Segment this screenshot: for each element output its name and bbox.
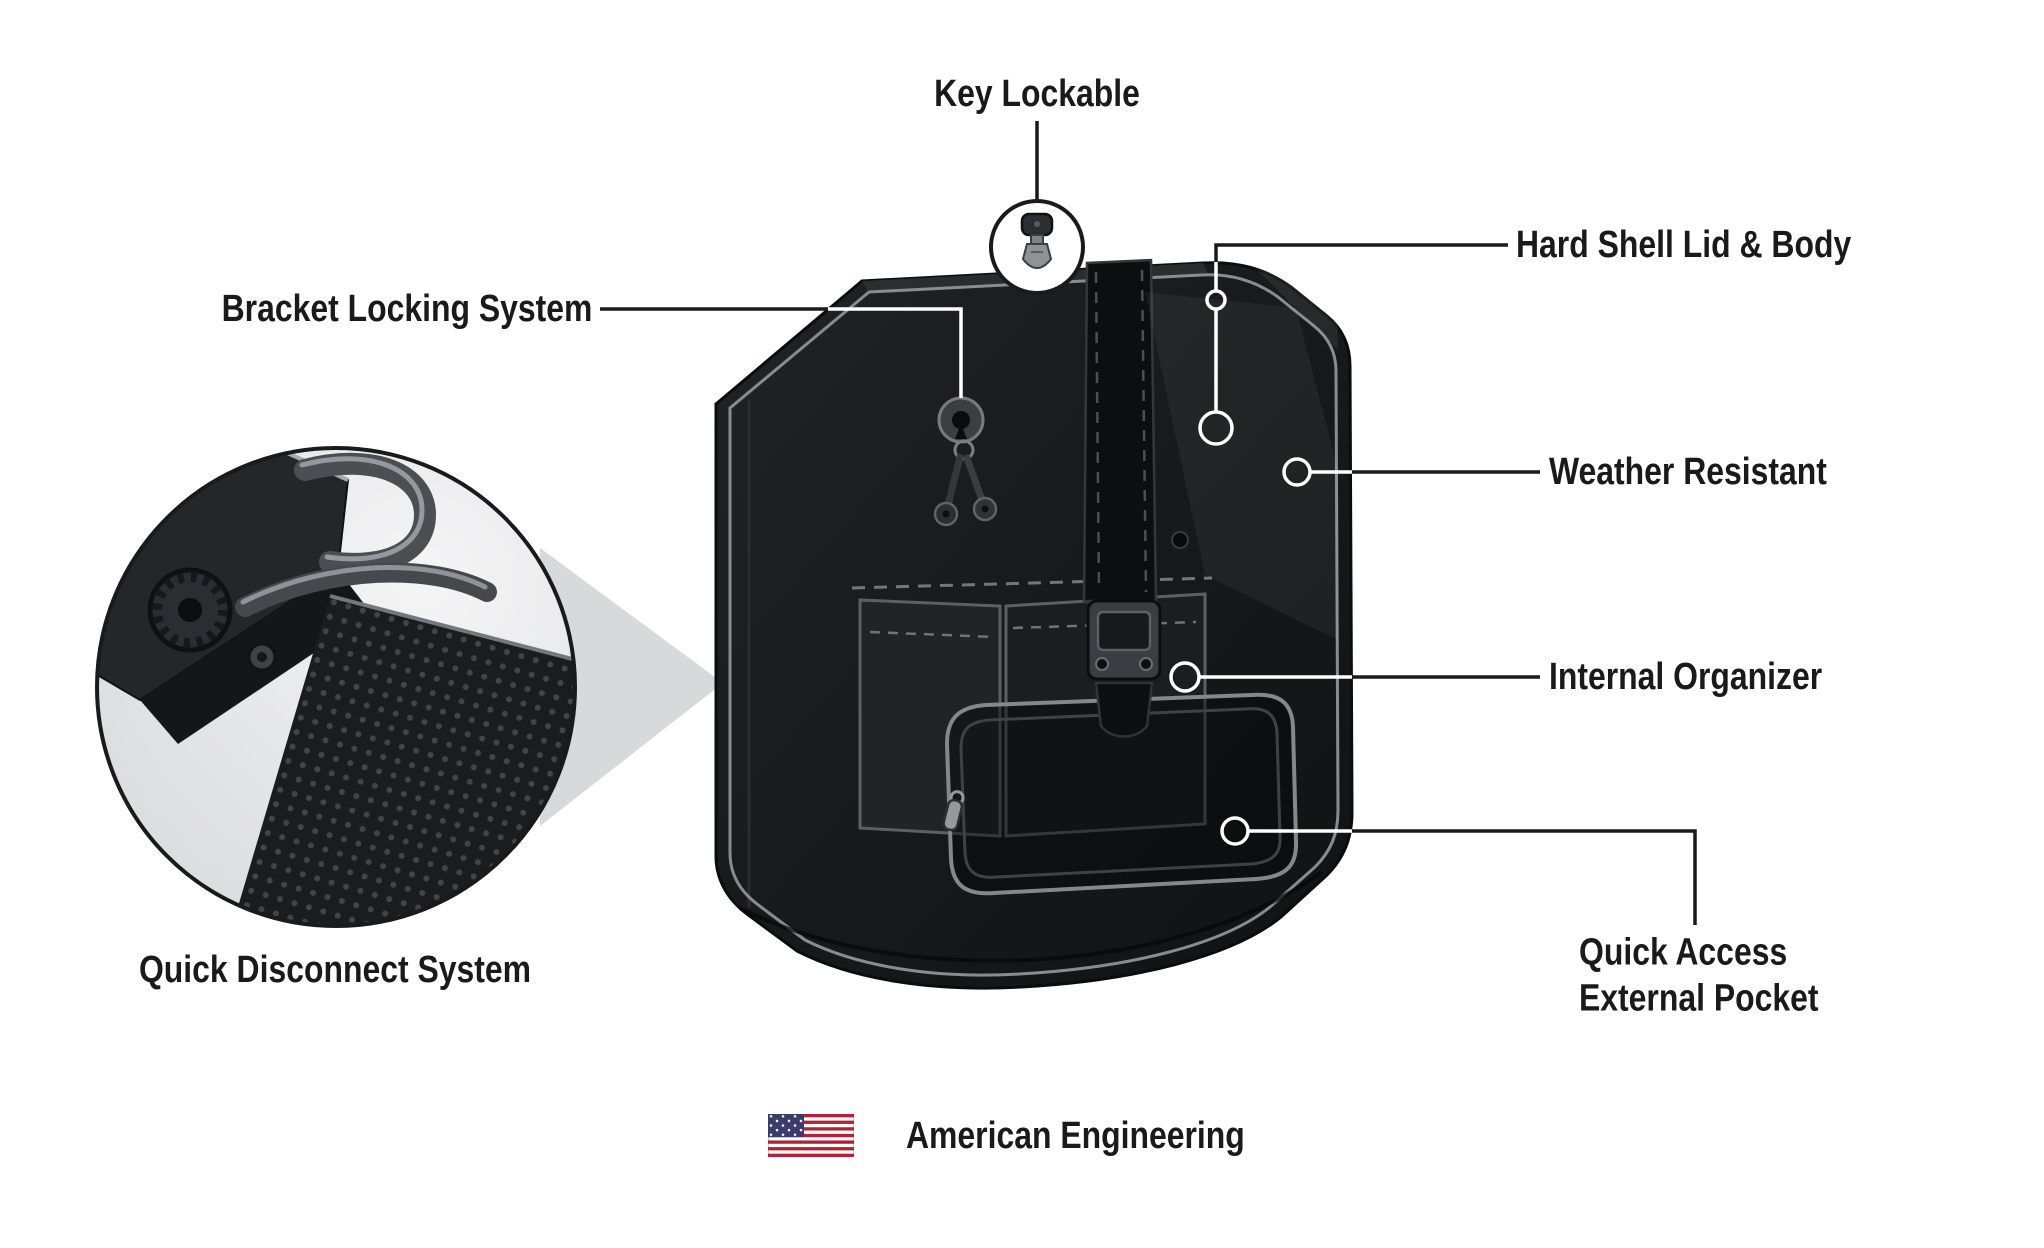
zipper-pull-icon — [942, 790, 965, 832]
label-bracket-locking-system: Bracket Locking System — [221, 287, 592, 330]
keys-icon — [933, 439, 998, 527]
hard-shell-callout — [1198, 243, 1508, 446]
label-american-engineering: American Engineering — [906, 1114, 1245, 1157]
strap — [1082, 258, 1162, 738]
gloss-highlight — [1145, 292, 1338, 640]
label-quick-disconnect-system: Quick Disconnect System — [138, 948, 532, 991]
inset-circle-border — [95, 446, 577, 928]
label-internal-organizer: Internal Organizer — [1549, 655, 1823, 698]
quick-access-callout — [1220, 816, 1697, 925]
bracket-locking-callout — [600, 307, 963, 398]
saddlebag-illustration — [714, 258, 1354, 990]
inset-pointer-triangle — [540, 548, 723, 826]
internal-organizer-callout — [1169, 661, 1540, 693]
bag-bottom-crease — [739, 870, 1324, 963]
weather-resistant-callout — [1282, 457, 1540, 487]
hard-shell-marker-dot — [1205, 289, 1227, 311]
label-quick-access-line1: Quick Access — [1579, 931, 1788, 974]
vent-dot — [1171, 531, 1189, 549]
bag-edge-highlight — [728, 273, 1340, 977]
mount-bar-lower — [235, 562, 497, 617]
quick-access-marker-ring — [1220, 816, 1250, 846]
key-lockable-callout — [989, 121, 1085, 295]
label-weather-resistant: Weather Resistant — [1549, 450, 1827, 493]
keyhole-icon — [937, 396, 985, 444]
weather-marker-ring — [1282, 457, 1312, 487]
key-icon — [1020, 212, 1054, 269]
mount-bar — [294, 452, 437, 575]
internal-organizer-marker-ring — [1169, 661, 1201, 693]
external-pocket — [942, 692, 1299, 896]
hard-shell-marker-ring — [1198, 410, 1234, 446]
label-key-lockable: Key Lockable — [934, 72, 1140, 115]
label-hard-shell-lid-body: Hard Shell Lid & Body — [1516, 223, 1852, 266]
label-quick-access-line2: External Pocket — [1579, 978, 1819, 1020]
label-quick-access-external-pocket: Quick Access External Pocket — [1579, 930, 1819, 1023]
quick-disconnect-inset — [95, 446, 577, 928]
gloss-highlight-2 — [1255, 268, 1338, 350]
us-flag-icon — [767, 1113, 855, 1158]
